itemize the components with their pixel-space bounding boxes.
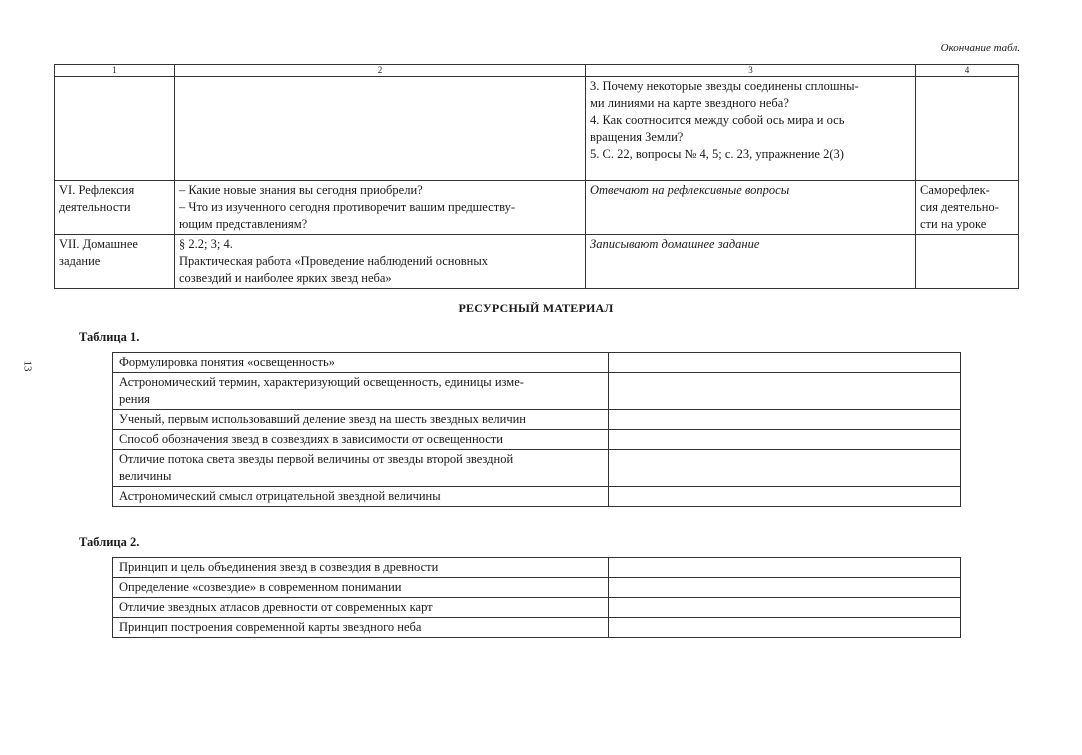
answer-cell xyxy=(608,617,961,638)
page-number: 13 xyxy=(21,360,34,372)
table-cell-c2: – Какие новые знания вы сегодня приобрел… xyxy=(174,180,586,235)
column-number-row: 1 2 3 4 xyxy=(54,64,1019,77)
answer-cell xyxy=(608,449,961,487)
table-cell-c1 xyxy=(54,76,175,181)
cell-text-line: ющим представлениям? xyxy=(179,217,308,231)
cell-text-line: 4. Как соотносится между собой ось мира … xyxy=(590,113,845,127)
table-cell-c2 xyxy=(174,76,586,181)
cell-text-line: Практическая работа «Проведение наблюден… xyxy=(179,254,488,268)
table-cell-c3: 3. Почему некоторые звезды соединены спл… xyxy=(585,76,916,181)
cell-text-line: рения xyxy=(119,392,150,406)
question-cell: Определение «созвездие» в современном по… xyxy=(112,577,609,598)
cell-text-line: Астрономический смысл отрицательной звез… xyxy=(119,489,441,503)
question-cell: Отличие звездных атласов древности от со… xyxy=(112,597,609,618)
question-cell: Формулировка понятия «освещенность» xyxy=(112,352,609,373)
cell-text-line: VII. Домашнее xyxy=(59,237,138,251)
table-row: Ученый, первым использовавший деление зв… xyxy=(112,409,961,430)
resource-heading: РЕСУРСНЫЙ МАТЕРИАЛ xyxy=(458,301,614,315)
cell-text-line: Отличие звездных атласов древности от со… xyxy=(119,600,433,614)
cell-text-line: величины xyxy=(119,469,172,483)
cell-text-line: 3. Почему некоторые звезды соединены спл… xyxy=(590,79,859,93)
answer-cell xyxy=(608,557,961,578)
question-cell: Ученый, первым использовавший деление зв… xyxy=(112,409,609,430)
table-cell-c3: Записывают домашнее задание xyxy=(585,234,916,289)
column-number: 2 xyxy=(174,64,586,77)
table-cell-c4 xyxy=(915,234,1019,289)
cell-text-line: Формулировка понятия «освещенность» xyxy=(119,355,335,369)
question-cell: Отличие потока света звезды первой велич… xyxy=(112,449,609,487)
resource-table-2: Принцип и цель объединения звезд в созве… xyxy=(112,557,961,638)
cell-text-line: Записывают домашнее задание xyxy=(590,237,760,251)
lesson-plan-table: 1 2 3 4 3. Почему некоторые звезды соеди… xyxy=(54,64,1019,289)
cell-text-line: Принцип построения современной карты зве… xyxy=(119,620,422,634)
cell-text-line: вращения Земли? xyxy=(590,130,684,144)
resource-table-1: Формулировка понятия «освещенность» Астро… xyxy=(112,352,961,507)
table-row: 3. Почему некоторые звезды соединены спл… xyxy=(54,76,1019,181)
table2-label: Таблица 2. xyxy=(79,535,140,549)
table-cell-c1: VI. Рефлексия деятельности xyxy=(54,180,175,235)
cell-text-line: деятельности xyxy=(59,200,131,214)
answer-cell xyxy=(608,352,961,373)
question-cell: Астрономический смысл отрицательной звез… xyxy=(112,486,609,507)
cell-text-line: Саморефлек- xyxy=(920,183,990,197)
table-continuation-caption: Окончание табл. xyxy=(940,42,1020,54)
cell-text-line: Принцип и цель объединения звезд в созве… xyxy=(119,560,439,574)
cell-text-line: Определение «созвездие» в современном по… xyxy=(119,580,402,594)
cell-text-line: Ученый, первым использовавший деление зв… xyxy=(119,412,526,426)
table-cell-c2: § 2.2; 3; 4. Практическая работа «Проведе… xyxy=(174,234,586,289)
table-row: Астрономический термин, характеризующий … xyxy=(112,372,961,410)
table-cell-c1: VII. Домашнее задание xyxy=(54,234,175,289)
table-row: Принцип построения современной карты зве… xyxy=(112,617,961,638)
column-number: 3 xyxy=(585,64,916,77)
cell-text-line: – Какие новые знания вы сегодня приобрел… xyxy=(179,183,423,197)
table-cell-c4: Саморефлек-сия деятельно-сти на уроке xyxy=(915,180,1019,235)
answer-cell xyxy=(608,486,961,507)
table-row: Способ обозначения звезд в созвездиях в … xyxy=(112,429,961,450)
table-row: Отличие звездных атласов древности от со… xyxy=(112,597,961,618)
answer-cell xyxy=(608,409,961,430)
table-cell-c4 xyxy=(915,76,1019,181)
table-row: Астрономический смысл отрицательной звез… xyxy=(112,486,961,507)
cell-text-line: Астрономический термин, характеризующий … xyxy=(119,375,524,389)
cell-text-line: сия деятельно- xyxy=(920,200,999,214)
cell-text-line: задание xyxy=(59,254,101,268)
cell-text-line: ми линиями на карте звездного неба? xyxy=(590,96,789,110)
answer-cell xyxy=(608,577,961,598)
table-row: VII. Домашнее задание § 2.2; 3; 4. Практиче… xyxy=(54,234,1019,289)
cell-text-line: сти на уроке xyxy=(920,217,987,231)
column-number: 4 xyxy=(915,64,1019,77)
answer-cell xyxy=(608,372,961,410)
cell-text-line: Отвечают на рефлексивные вопросы xyxy=(590,183,790,197)
cell-text-line: Отличие потока света звезды первой велич… xyxy=(119,452,514,466)
cell-text-line: 5. С. 22, вопросы № 4, 5; с. 23, упражне… xyxy=(590,147,844,161)
table-row: Принцип и цель объединения звезд в созве… xyxy=(112,557,961,578)
table1-label: Таблица 1. xyxy=(79,330,140,344)
table-row: VI. Рефлексия деятельности – Какие новые з… xyxy=(54,180,1019,235)
cell-text-line: Способ обозначения звезд в созвездиях в … xyxy=(119,432,503,446)
table-row: Отличие потока света звезды первой велич… xyxy=(112,449,961,487)
cell-text-line: созвездий и наиболее ярких звезд неба» xyxy=(179,271,392,285)
cell-text-line: § 2.2; 3; 4. xyxy=(179,237,233,251)
question-cell: Принцип и цель объединения звезд в созве… xyxy=(112,557,609,578)
cell-text-line: VI. Рефлексия xyxy=(59,183,135,197)
question-cell: Астрономический термин, характеризующий … xyxy=(112,372,609,410)
answer-cell xyxy=(608,597,961,618)
question-cell: Принцип построения современной карты зве… xyxy=(112,617,609,638)
answer-cell xyxy=(608,429,961,450)
column-number: 1 xyxy=(54,64,175,77)
table-row: Определение «созвездие» в современном по… xyxy=(112,577,961,598)
table-row: Формулировка понятия «освещенность» xyxy=(112,352,961,373)
question-cell: Способ обозначения звезд в созвездиях в … xyxy=(112,429,609,450)
cell-text-line: – Что из изученного сегодня противоречит… xyxy=(179,200,516,214)
table-cell-c3: Отвечают на рефлексивные вопросы xyxy=(585,180,916,235)
